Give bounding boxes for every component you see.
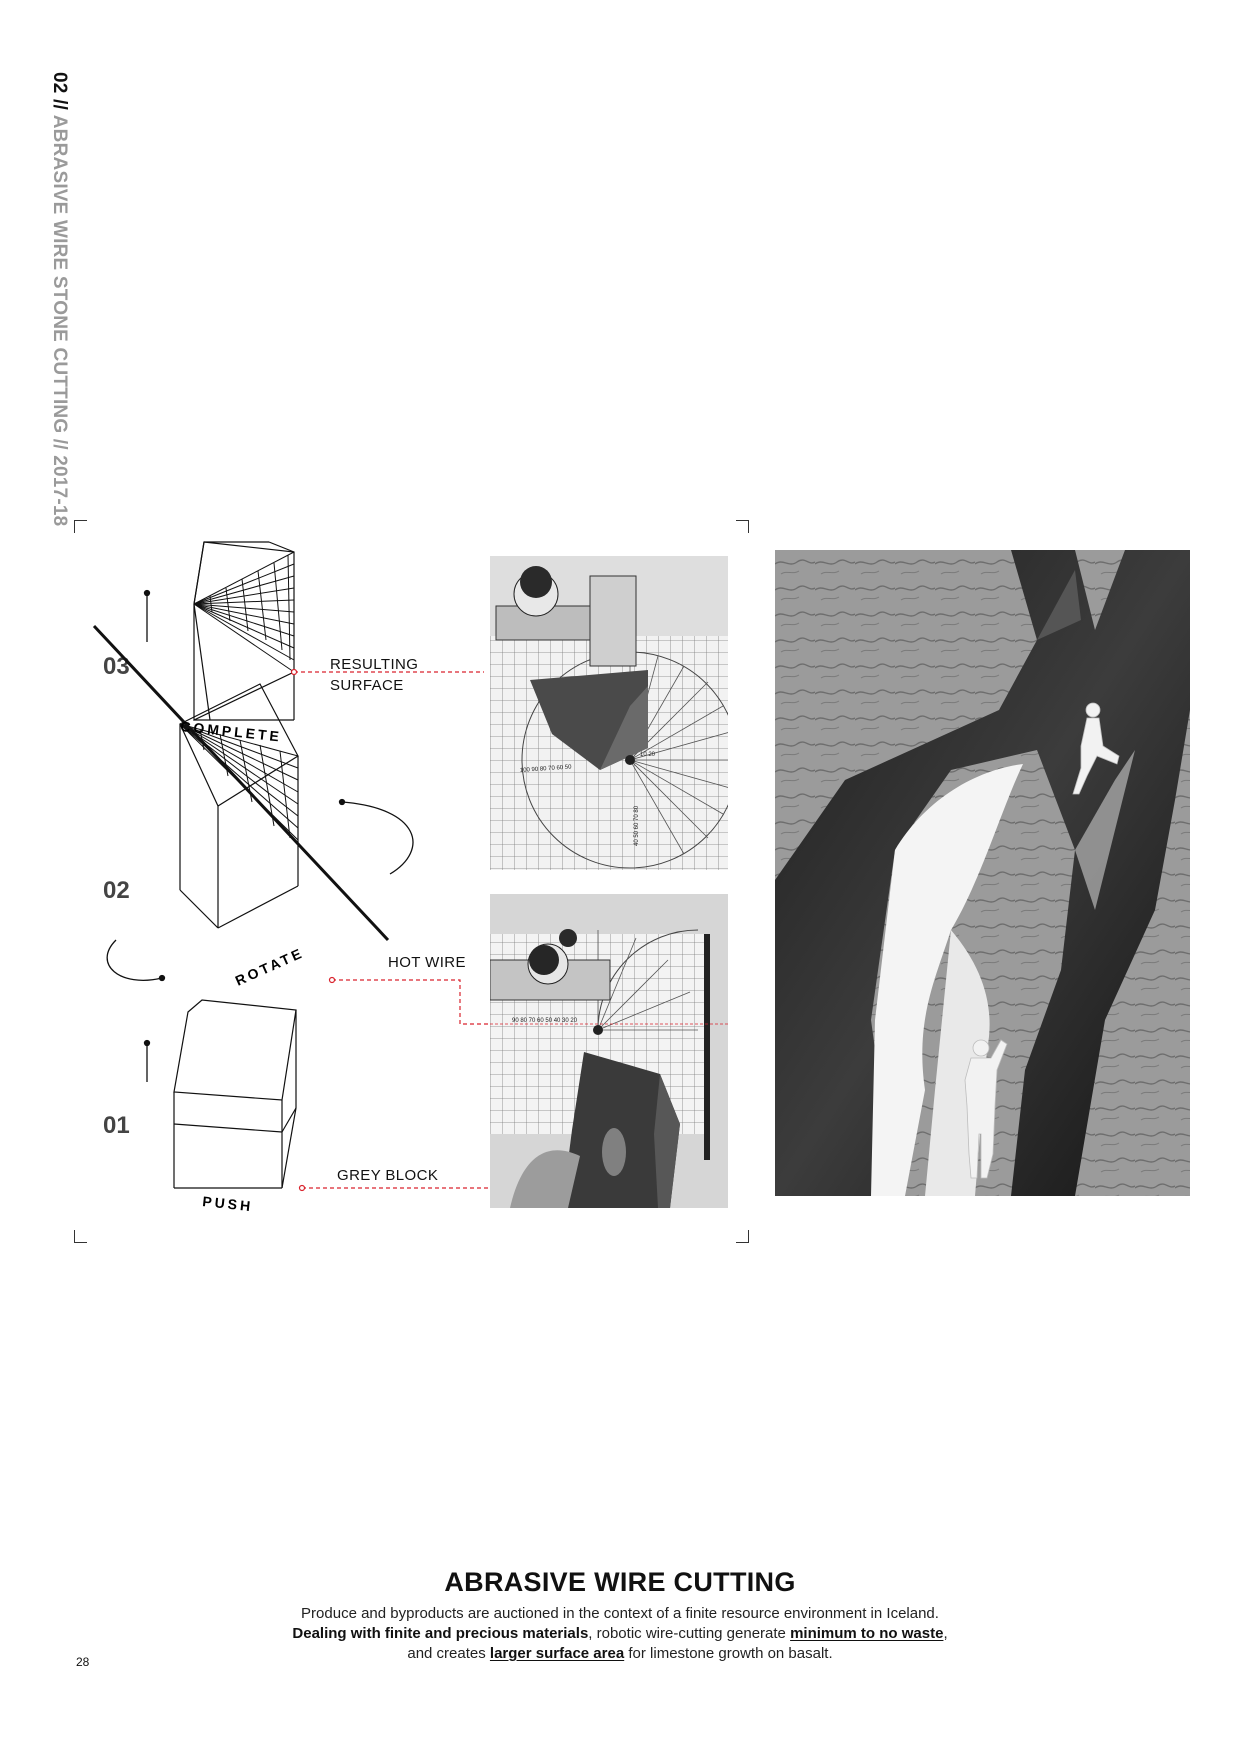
photo-top-scale-left: 100 90 80 70 60 50: [520, 764, 573, 774]
photo-stone-arch-model: [775, 550, 1190, 1196]
callout-hot-wire: HOT WIRE: [388, 954, 466, 971]
caption-line-3-start: and creates: [407, 1645, 490, 1662]
human-figure-standing-icon: [964, 1039, 1008, 1179]
section-number: 02 //: [49, 72, 70, 110]
caption-line-3-end: for limestone growth on basalt.: [624, 1645, 833, 1662]
photo-cutting-rig-top: 100 90 80 70 60 50 10 20 40 50 60 70 80: [490, 556, 728, 870]
process-diagram: COMPLETE ROTATE PUSH: [92, 541, 560, 1214]
section-name: ABRASIVE WIRE STONE CUTTING // 2017-18: [49, 114, 70, 527]
section-title: 02 // ABRASIVE WIRE STONE CUTTING // 201…: [42, 72, 72, 532]
caption-line-2-middle: , robotic wire-cutting generate: [588, 1625, 791, 1642]
step-number-02: 02: [103, 877, 130, 904]
prism-complete: [193, 541, 295, 721]
caption-bold-phrase: Dealing with finite and precious materia…: [292, 1625, 589, 1642]
action-complete: COMPLETE: [180, 718, 283, 745]
rotate-arrow-icon: [338, 798, 346, 806]
rotate-arrow-icon: [158, 974, 166, 982]
hot-wire-line: [92, 624, 390, 942]
caption-title: ABRASIVE WIRE CUTTING: [444, 1567, 796, 1597]
action-push: PUSH: [202, 1193, 254, 1214]
crop-mark-top-right: [736, 520, 749, 533]
caption-underlined-surface: larger surface area: [489, 1645, 625, 1662]
callout-grey-block: GREY BLOCK: [337, 1167, 439, 1184]
action-rotate: ROTATE: [233, 944, 307, 989]
prism-rotate: [179, 683, 299, 929]
callout-resulting-line2: SURFACE: [330, 677, 404, 694]
callout-resulting-line1: RESULTING: [330, 656, 419, 673]
human-figure-sitting-icon: [1072, 702, 1120, 795]
page-number: 28: [76, 1655, 90, 1669]
resulting-surface-grid-03: [193, 551, 295, 673]
photo-top-scale-right: 10 20: [640, 752, 656, 758]
step-number-01: 01: [103, 1112, 130, 1139]
photo-top-scale-vertical: 40 50 60 70 80: [634, 805, 640, 846]
callout-resulting-surface: RESULTING SURFACE: [330, 654, 418, 696]
cube-push: [173, 999, 297, 1189]
crop-mark-bottom-right: [736, 1230, 749, 1243]
arrow-up-icon: [143, 589, 151, 597]
caption-underlined-waste: minimum to no waste: [790, 1625, 944, 1642]
photo-cutting-rig-bottom: 90 80 70 60 50 40 30 20: [490, 894, 728, 1208]
caption-line-2: Dealing with finite and precious materia…: [0, 1624, 1240, 1644]
caption-line-2-end: ,: [943, 1625, 948, 1642]
arrow-up-icon: [143, 1039, 151, 1047]
photo-bottom-scale: 90 80 70 60 50 40 30 20: [512, 1018, 578, 1024]
caption-block: ABRASIVE WIRE CUTTING Produce and byprod…: [0, 1567, 1240, 1664]
crop-mark-bottom-left: [74, 1230, 87, 1243]
caption-line-1: Produce and byproducts are auctioned in …: [301, 1605, 939, 1622]
caption-line-3: and creates larger surface area for lime…: [0, 1644, 1240, 1664]
crop-mark-top-left: [74, 520, 87, 533]
